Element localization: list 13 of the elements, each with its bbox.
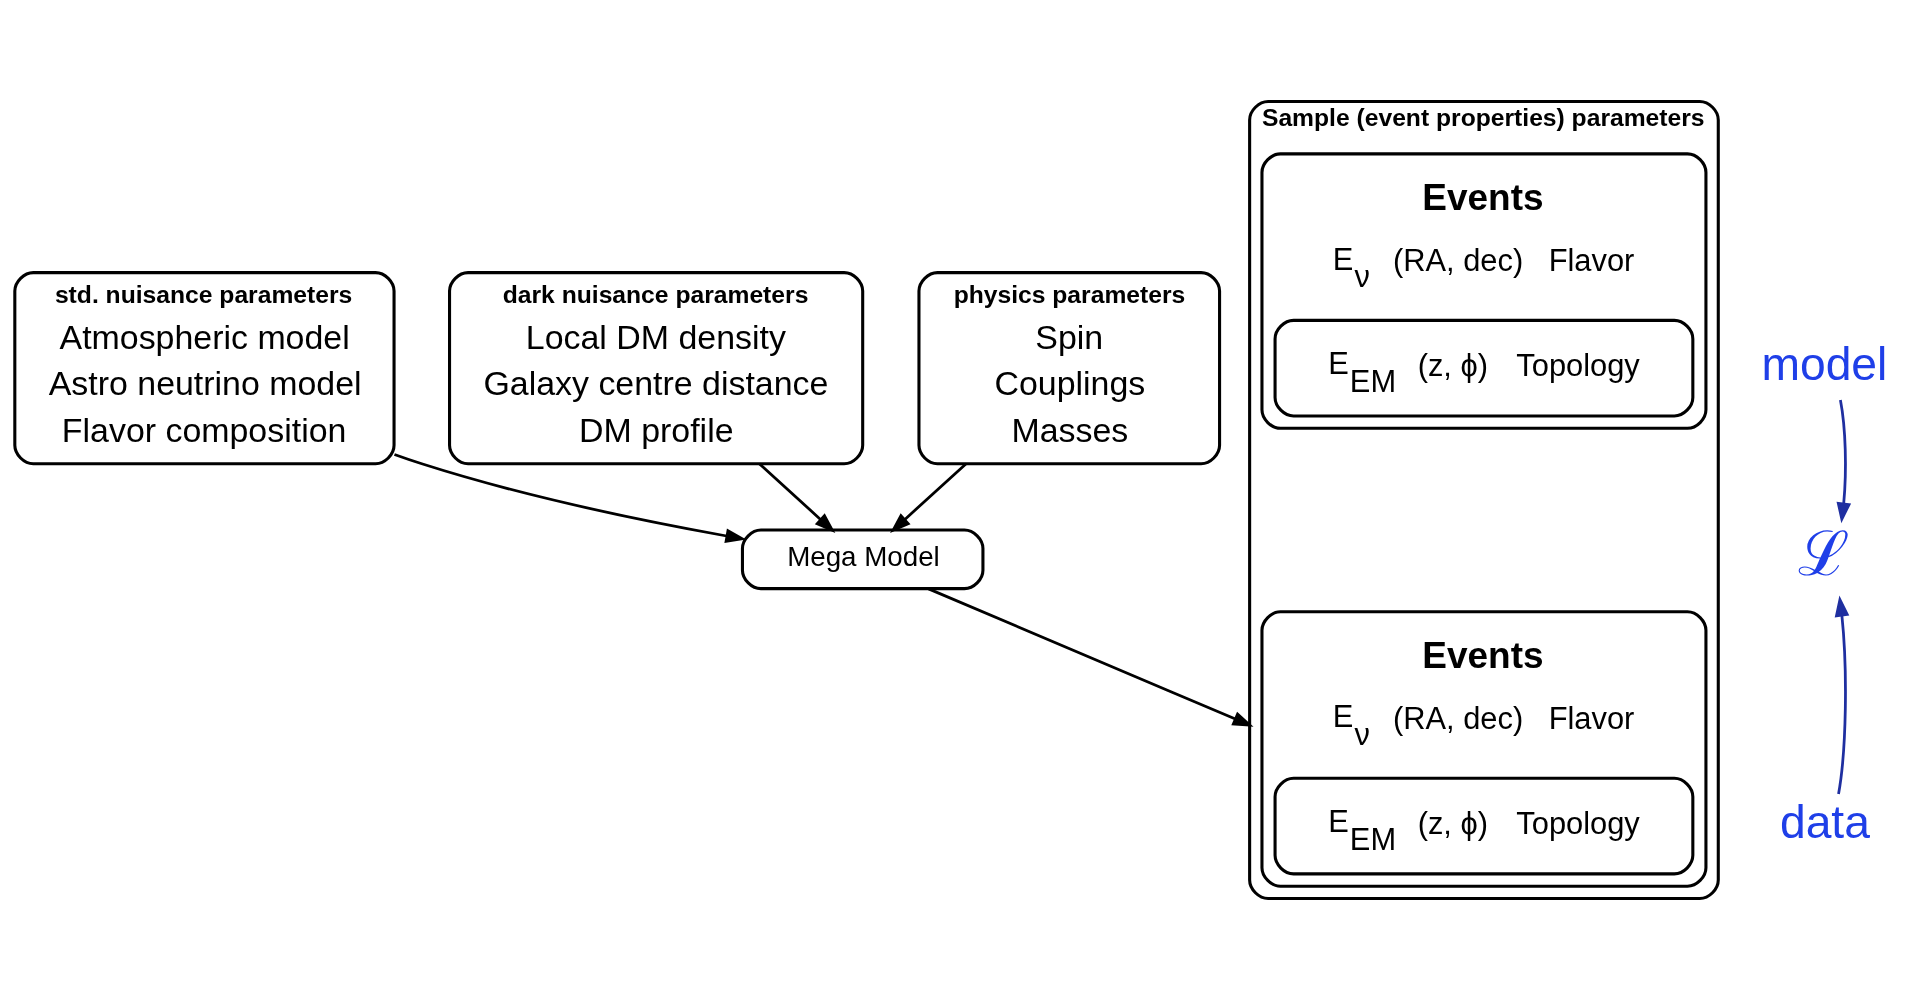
node-box: dark nuisance parameters Local DM density Galaxy centre distance DM profile	[448, 271, 865, 466]
arrow	[394, 453, 747, 544]
arrow	[890, 462, 967, 533]
arrow	[1834, 595, 1850, 795]
node-box: std. nuisance parameters Atmospheric model Astro neutrino model Flavor composition	[13, 271, 396, 466]
arrow	[928, 587, 1254, 727]
node-text: ℒ	[1798, 517, 1850, 590]
node-box: Mega Model	[740, 528, 985, 591]
arrow	[1836, 399, 1852, 524]
node-text: data	[1779, 795, 1870, 848]
node-box: physics parameters Spin Couplings Masses	[917, 271, 1222, 466]
arrow	[758, 462, 836, 533]
node-text: model	[1761, 337, 1888, 390]
